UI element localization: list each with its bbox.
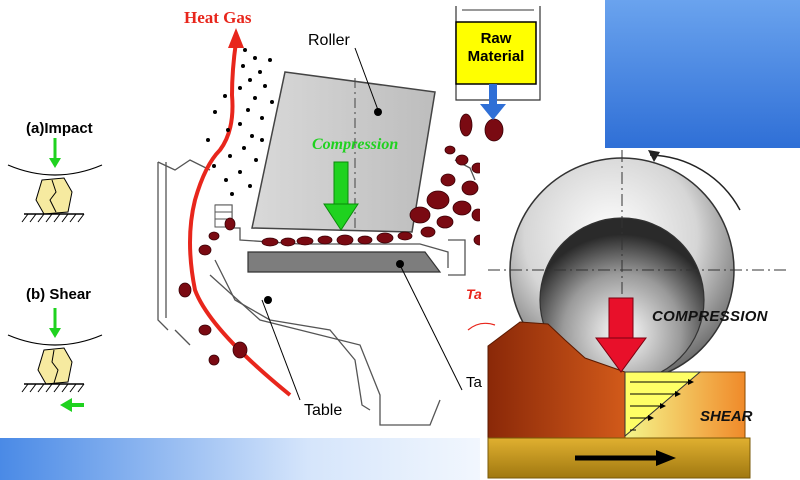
table-leader-dot <box>264 296 272 304</box>
raw-material-particles <box>178 113 504 366</box>
compression-arrow <box>323 161 359 231</box>
heat-gas-label: Heat Gas <box>184 8 252 27</box>
roller-leader-dot <box>374 108 382 116</box>
compression-label: Compression <box>312 136 399 153</box>
table-plate-leader-dot <box>396 260 404 268</box>
dust-particles <box>206 48 274 196</box>
impact-label: (a)Impact <box>26 120 93 137</box>
roller-label: Roller <box>308 32 350 49</box>
slide-corner-decoration <box>605 0 800 148</box>
mill-housing <box>157 159 476 426</box>
grinding-table <box>214 204 449 273</box>
raw-material-feeder <box>455 6 541 120</box>
leader-lines <box>261 47 463 401</box>
inset-compression-label: COMPRESSION <box>652 308 768 325</box>
roller <box>251 71 436 233</box>
shear-label: (b) Shear <box>26 286 92 303</box>
slide-bottom-band <box>0 438 560 480</box>
partial-red-label: Ta <box>466 286 482 302</box>
heat-gas-flow <box>188 28 292 397</box>
shear-sketch <box>7 308 103 412</box>
inset-shear-label: SHEAR <box>700 408 753 425</box>
partial-red-curve <box>467 322 496 331</box>
table-label: Table <box>304 402 343 419</box>
impact-sketch <box>7 138 103 223</box>
partial-table-label: Ta <box>466 374 482 391</box>
raw-material-label-line2: Material <box>467 48 525 65</box>
raw-material-label-line1: Raw <box>480 30 512 47</box>
inset-illustration <box>480 148 800 480</box>
raw-material-label: Raw Material <box>456 30 536 66</box>
